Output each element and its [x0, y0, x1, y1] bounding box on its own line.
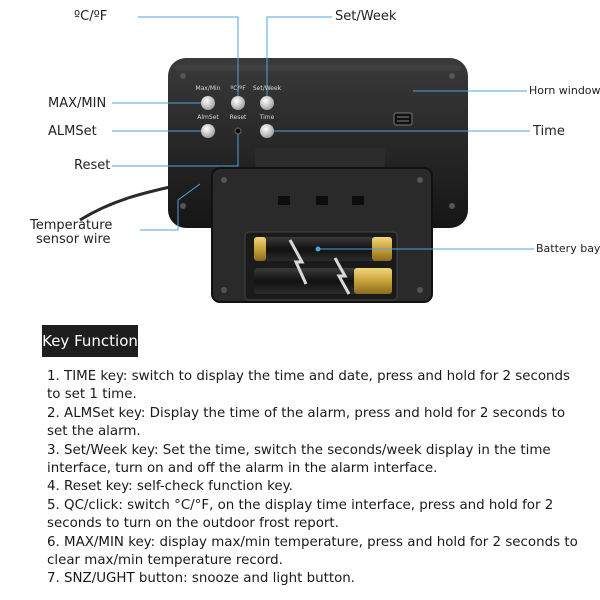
key-function-item-3: 3. Set/Week key: Set the time, switch th…	[47, 442, 551, 477]
device-diagram: Max/Min ºC/ºF Set/Week AlmSet Reset Time…	[30, 9, 600, 303]
label-set-week: Set/Week	[335, 9, 397, 24]
device-caption-max-min: Max/Min	[195, 85, 221, 92]
label-reset: Reset	[74, 158, 111, 173]
time-button	[260, 124, 274, 138]
device-caption-time: Time	[259, 114, 275, 121]
label-temperature-sensor-line2: sensor wire	[36, 232, 111, 247]
key-function-title: Key Function	[42, 325, 138, 357]
alm-set-button	[201, 124, 215, 138]
label-celsius-fahrenheit: ºC/ºF	[74, 9, 108, 24]
device-caption-alm-set: AlmSet	[197, 114, 219, 121]
label-time: Time	[533, 124, 565, 139]
device-caption-set-week: Set/Week	[252, 85, 282, 92]
c-f-button	[231, 96, 245, 110]
label-alm-set: ALMSet	[48, 124, 97, 139]
max-min-button	[201, 96, 215, 110]
horn-window	[393, 112, 413, 126]
key-function-item-1: 1. TIME key: switch to display the time …	[47, 369, 571, 403]
device-illustration	[79, 16, 534, 303]
key-function-item-2: 2. ALMSet key: Display the time of the a…	[47, 405, 566, 440]
key-function-item-6: 6. MAX/MIN key: display max/min temperat…	[47, 534, 578, 569]
reset-button	[234, 127, 242, 135]
device-caption-reset: Reset	[229, 114, 247, 121]
key-function-item-7: 7. SNZ/UGHT button: snooze and light but…	[47, 571, 356, 587]
set-week-button	[260, 96, 274, 110]
label-temperature-sensor-line1: Temperature	[30, 218, 113, 233]
key-function-item-4: 4. Reset key: self-check function key.	[47, 479, 293, 495]
key-function-item-5: 5. QC/click: switch °C/°F, on the displa…	[47, 497, 554, 532]
label-max-min: MAX/MIN	[48, 96, 107, 111]
label-horn-window: Horn window	[529, 84, 600, 97]
callout-lines	[112, 16, 534, 250]
label-battery-bay: Battery bay	[536, 242, 600, 255]
device-caption-c-f: ºC/ºF	[230, 85, 246, 92]
key-function-list: 1. TIME key: switch to display the time …	[47, 368, 587, 589]
